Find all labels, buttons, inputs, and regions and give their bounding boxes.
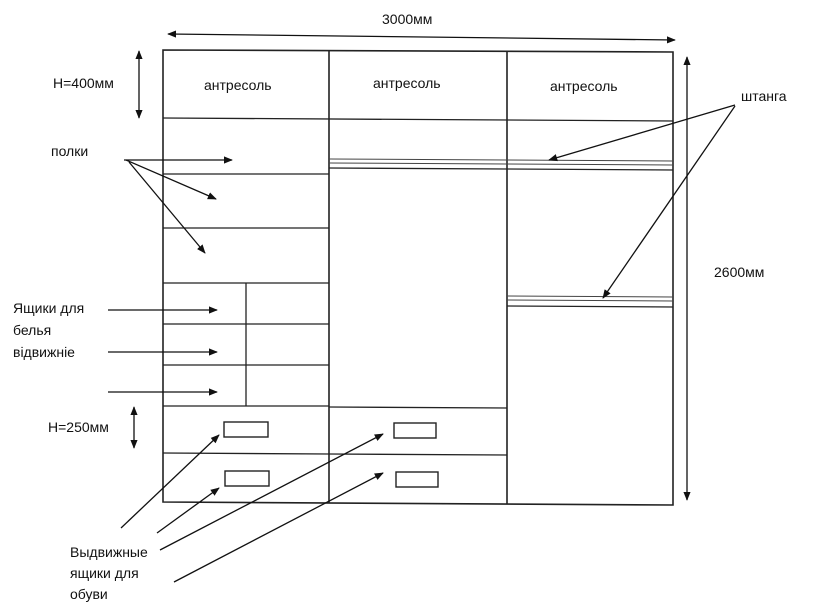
- width-dimension: 3000мм: [167, 11, 676, 44]
- drawer-handle: [393, 422, 437, 439]
- mezzanine-middle-label: антресоль: [373, 75, 441, 91]
- drawer-handle: [224, 470, 270, 487]
- wardrobe-frame: [162, 49, 674, 506]
- drawer-height-label: H=250мм: [48, 419, 109, 435]
- width-label: 3000мм: [382, 11, 432, 27]
- drawer-handle: [395, 471, 439, 488]
- rod-callout: штанга: [548, 88, 787, 299]
- drawer-handle: [223, 421, 269, 438]
- linen-drawers-line1: Ящики для: [13, 300, 84, 316]
- shelves-label: полки: [51, 143, 88, 159]
- mezzanine-height-label: H=400мм: [53, 75, 114, 91]
- linen-drawers-line2: белья: [13, 322, 51, 338]
- height-dimension: 2600мм: [683, 56, 764, 501]
- mezzanine-left-label: антресоль: [204, 77, 272, 93]
- shoe-drawers-callout: Выдвижные ящики для обуви: [70, 433, 384, 602]
- shelves-callout: полки: [51, 143, 233, 254]
- shoe-drawers-line2: ящики для: [70, 565, 139, 581]
- linen-drawers-line3: відвижніе: [13, 344, 75, 360]
- mezzanine-height-dimension: H=400мм: [53, 50, 143, 119]
- shoe-drawers-line3: обуви: [70, 586, 108, 602]
- mezzanine-right-label: антресоль: [550, 78, 618, 94]
- linen-drawers-callout: Ящики для белья відвижніе: [13, 300, 218, 396]
- rod-label: штанга: [741, 88, 787, 104]
- drawer-height-dimension: H=250мм: [48, 406, 138, 449]
- height-label: 2600мм: [714, 264, 764, 280]
- drawer-handles: [223, 421, 439, 488]
- shoe-drawers-line1: Выдвижные: [70, 544, 148, 560]
